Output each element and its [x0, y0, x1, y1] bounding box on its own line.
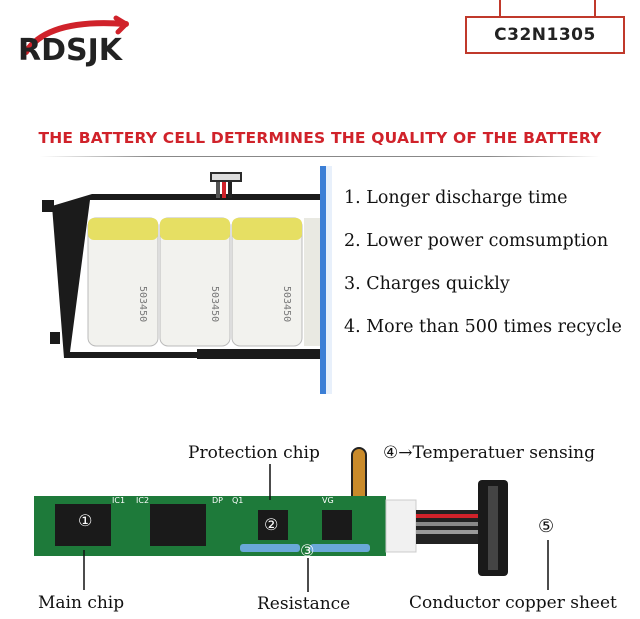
pcb-silkscreen: IC1: [112, 496, 125, 505]
feature-item: 3. Charges quickly: [344, 274, 510, 294]
pcb-marker: ③: [300, 541, 314, 560]
label-resistance: Resistance: [257, 594, 351, 614]
pcb-silkscreen: VG: [322, 496, 334, 505]
label-temperature-sensing: ④→Temperatuer sensing: [383, 443, 595, 463]
label-main-chip: Main chip: [38, 593, 125, 613]
pcb-marker: ⑤: [538, 516, 554, 537]
cell-3: [231, 217, 303, 347]
model-number: C32N1305: [465, 16, 625, 54]
model-box-stub: [594, 0, 596, 16]
pcb-silkscreen: IC2: [136, 496, 149, 505]
label-conductor-copper-sheet: Conductor copper sheet: [409, 593, 617, 613]
headline: THE BATTERY CELL DETERMINES THE QUALITY …: [38, 129, 602, 147]
headline-rule: [40, 156, 600, 157]
battery-cell-image: 503450 503450 503450: [42, 166, 332, 394]
brand-logo: RDSJK: [18, 15, 129, 68]
cell-label: 503450: [281, 286, 292, 322]
label-protection-chip: Protection chip: [188, 443, 320, 463]
cell-label: 503450: [209, 286, 220, 322]
brand-logo-text: RDSJK: [18, 33, 124, 68]
pcb-silkscreen: DP: [212, 496, 223, 505]
feature-item: 1. Longer discharge time: [344, 188, 568, 208]
feature-item: 4. More than 500 times recycle: [344, 317, 622, 337]
pcb-marker: ②: [264, 515, 278, 534]
cell-label: 503450: [137, 286, 148, 322]
pcb-marker: ①: [78, 511, 92, 530]
model-box-stub: [499, 0, 501, 16]
feature-item: 2. Lower power comsumption: [344, 231, 609, 251]
cell-2: [159, 217, 231, 347]
pcb-silkscreen: Q1: [232, 496, 243, 505]
pcb-image: IC1 IC2 DP Q1 VG ① ② ③ ⑤: [34, 447, 554, 592]
cell-1: [87, 217, 159, 347]
